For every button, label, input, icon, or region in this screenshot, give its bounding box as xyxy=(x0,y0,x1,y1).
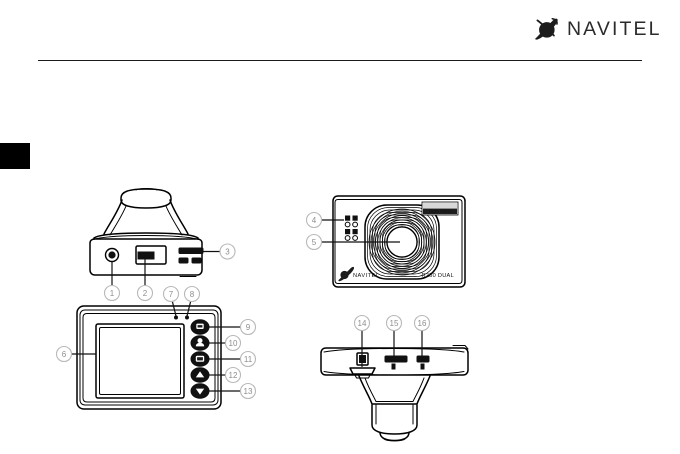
figure-device-bottom-view: 14 15 16 xyxy=(312,312,492,447)
navitel-logo: NAVITEL xyxy=(533,16,662,43)
badge-label: Night Vision xyxy=(429,209,451,214)
callout-5: 5 xyxy=(305,233,400,251)
device-navitel-logo xyxy=(338,266,355,282)
night-vision-badge: Night Vision xyxy=(421,201,459,216)
device-body-top xyxy=(89,232,203,277)
callout-number: 5 xyxy=(312,238,317,247)
callout-7: 7 xyxy=(162,285,180,317)
callout-1: 1 xyxy=(103,261,121,302)
callout-9: 9 xyxy=(209,318,257,336)
callout-number: 16 xyxy=(418,319,427,328)
card-slot-group xyxy=(178,247,204,264)
callout-number: 4 xyxy=(312,216,317,225)
callout-4: 4 xyxy=(305,211,344,229)
button-menu xyxy=(190,319,210,335)
callout-number: 12 xyxy=(229,371,238,380)
lcd-screen xyxy=(95,323,185,399)
mount-slot xyxy=(135,245,167,265)
brand-wordmark: NAVITEL xyxy=(567,17,662,40)
callout-6: 6 xyxy=(55,345,96,363)
callout-number: 15 xyxy=(390,319,399,328)
mount-stem xyxy=(358,375,431,442)
callout-3: 3 xyxy=(202,243,236,260)
device-face-branding: NAVITEL R250 DUAL xyxy=(338,266,454,282)
device-brand-label: NAVITEL xyxy=(353,273,379,279)
power-button xyxy=(104,247,120,263)
led-indicator-left xyxy=(174,315,178,320)
callout-8: 8 xyxy=(183,285,201,317)
callout-number: 2 xyxy=(143,289,148,298)
usb-port xyxy=(384,355,408,370)
callout-15: 15 xyxy=(385,314,403,356)
led-indicators xyxy=(174,315,189,320)
button-ok xyxy=(190,351,210,367)
callout-number: 13 xyxy=(244,387,253,396)
callout-number: 6 xyxy=(62,350,67,359)
button-up xyxy=(190,367,210,383)
callout-13: 13 xyxy=(209,382,257,400)
led-indicator-right xyxy=(185,315,189,320)
ir-led-array xyxy=(344,215,358,241)
callout-14: 14 xyxy=(353,314,371,367)
figure-device-top-view: 1 2 3 xyxy=(84,186,264,306)
device-shell-front xyxy=(332,195,466,288)
callout-number: 8 xyxy=(190,290,195,299)
callout-number: 3 xyxy=(225,247,230,256)
device-model-label: R250 DUAL xyxy=(421,273,454,279)
callout-number: 1 xyxy=(110,289,115,298)
button-mode xyxy=(190,335,210,351)
callout-10: 10 xyxy=(209,334,242,352)
callout-number: 11 xyxy=(244,355,253,364)
control-buttons xyxy=(190,319,210,399)
button-down xyxy=(190,383,210,399)
header-divider xyxy=(38,60,642,61)
figure-device-back-view: 6 7 8 9 10 xyxy=(54,285,274,442)
callout-11: 11 xyxy=(209,350,257,368)
figure-device-front-view: Night Vision NAVITEL R250 DUAL 4 5 xyxy=(302,190,477,300)
mount-head xyxy=(103,188,189,236)
callout-12: 12 xyxy=(209,366,242,384)
device-shell-back xyxy=(76,305,222,410)
callout-2: 2 xyxy=(136,256,154,302)
callout-number: 10 xyxy=(229,339,238,348)
callout-number: 7 xyxy=(169,290,174,299)
callout-16: 16 xyxy=(413,314,431,356)
microsd-slot xyxy=(416,355,430,370)
callout-number: 9 xyxy=(246,323,251,332)
page-edge-tab xyxy=(0,143,30,169)
planet-orbit-icon xyxy=(535,17,558,40)
callout-number: 14 xyxy=(358,319,367,328)
device-body-bottom xyxy=(320,345,469,376)
